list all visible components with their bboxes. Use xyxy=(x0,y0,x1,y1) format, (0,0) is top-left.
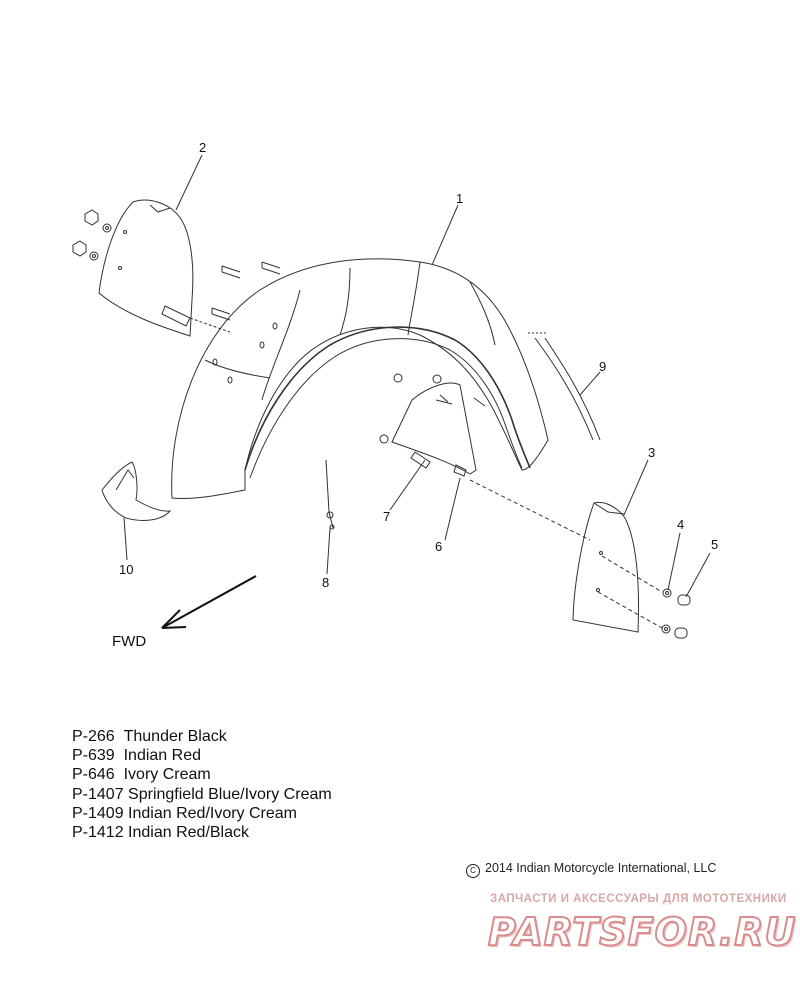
paint-code-row: P-639 Indian Red xyxy=(72,746,332,765)
paint-code: P-1407 xyxy=(72,785,124,803)
fwd-label: FWD xyxy=(112,633,146,650)
trim-strip-part-9 xyxy=(528,332,601,441)
right-trim-part-3 xyxy=(469,479,691,639)
left-trim-part-2 xyxy=(72,199,281,337)
callout-9: 9 xyxy=(599,359,606,374)
watermark-tagline: ЗАПЧАСТИ И АКСЕССУАРЫ ДЛЯ МОТОТЕХНИКИ xyxy=(490,893,787,905)
exploded-parts-diagram: 1 2 3 4 5 6 7 8 9 10 FWD xyxy=(72,140,718,650)
paint-code: P-1412 xyxy=(72,824,124,842)
callout-3: 3 xyxy=(648,445,655,460)
callout-5: 5 xyxy=(711,537,718,552)
paint-code-row: P-646 Ivory Cream xyxy=(72,765,332,784)
paint-code-row: P-1407 Springfield Blue/Ivory Cream xyxy=(72,785,332,804)
paint-code: P-646 xyxy=(72,766,115,784)
paint-name: Ivory Cream xyxy=(123,766,211,784)
callout-1: 1 xyxy=(456,191,463,206)
callout-8: 8 xyxy=(322,575,329,590)
paint-code: P-639 xyxy=(72,747,115,765)
paint-code-row: P-1409 Indian Red/Ivory Cream xyxy=(72,804,332,823)
callout-leaders xyxy=(123,154,711,598)
callout-10: 10 xyxy=(119,562,133,577)
clip-part-8 xyxy=(325,459,335,530)
paint-code: P-1409 xyxy=(72,804,124,822)
paint-code-row: P-266 Thunder Black xyxy=(72,727,332,746)
copyright-notice: C 2014 Indian Motorcycle International, L… xyxy=(466,861,716,878)
paint-name: Indian Red/Ivory Cream xyxy=(128,804,298,822)
fender-bracket xyxy=(379,373,486,477)
paint-name: Indian Red/Black xyxy=(128,824,250,842)
callout-7: 7 xyxy=(383,509,390,524)
paint-name: Thunder Black xyxy=(123,728,227,745)
paint-code: P-266 xyxy=(72,728,115,745)
paint-code-row: P-1412 Indian Red/Black xyxy=(72,823,332,842)
callout-2: 2 xyxy=(199,140,206,155)
forward-arrow xyxy=(161,575,257,629)
front-fender xyxy=(171,258,549,499)
paint-name: Springfield Blue/Ivory Cream xyxy=(128,785,332,803)
copyright-text: 2014 Indian Motorcycle International, LL… xyxy=(485,861,717,875)
copyright-icon: C xyxy=(466,864,480,878)
paint-code-legend: P-266 Thunder Black P-639 Indian Red P-6… xyxy=(72,727,332,842)
fender-tip-part-10 xyxy=(101,461,172,521)
paint-name: Indian Red xyxy=(123,747,201,765)
callout-6: 6 xyxy=(435,539,442,554)
callout-4: 4 xyxy=(677,517,684,532)
watermark-logo: PARTSFOR.RU xyxy=(487,909,797,955)
